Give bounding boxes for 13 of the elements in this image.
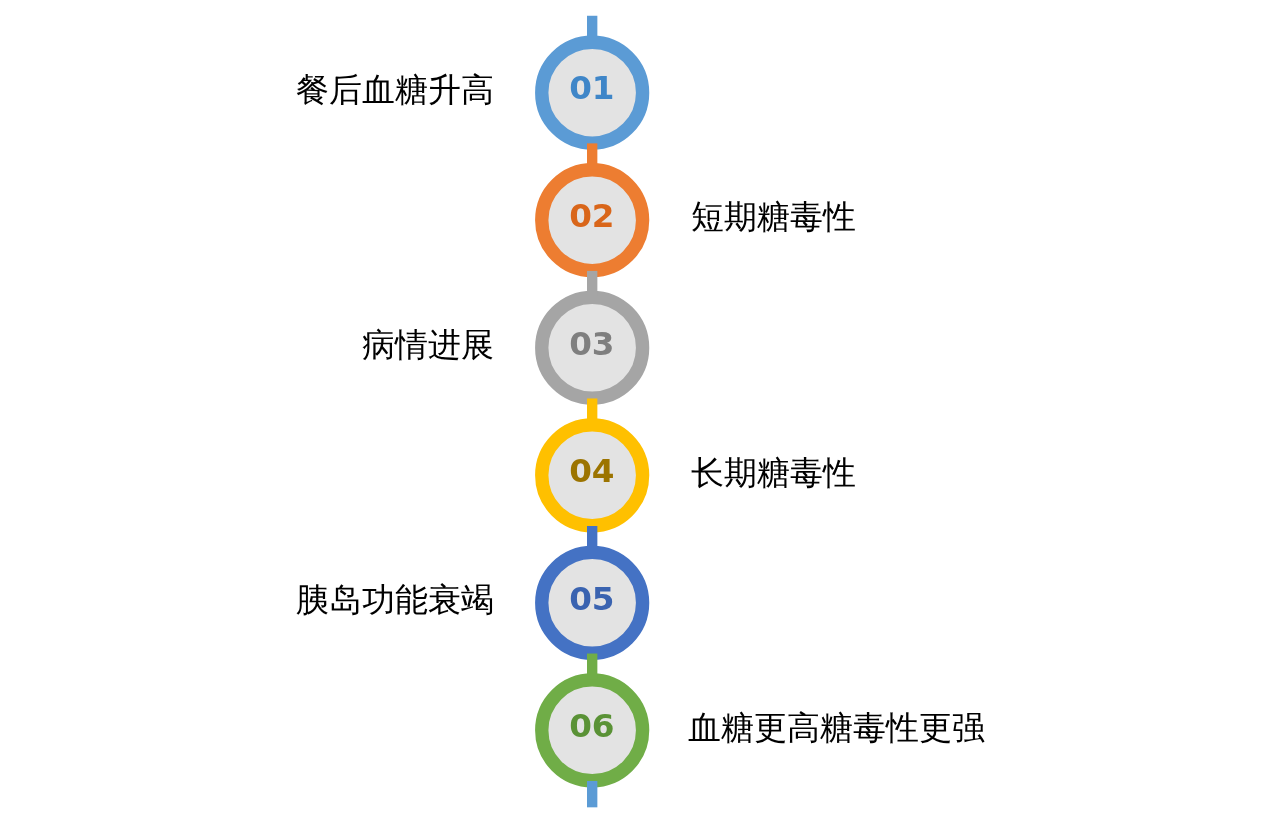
node-label: 血糖更高糖毒性更强: [688, 708, 986, 747]
node-circle: 01: [535, 35, 650, 150]
node-circle: 05: [535, 545, 650, 660]
node-circle: 04: [535, 418, 650, 533]
node-label: 长期糖毒性: [690, 453, 856, 492]
node-label: 病情进展: [361, 326, 494, 365]
node-circle: 02: [535, 163, 650, 278]
node-circle: 03: [535, 290, 650, 405]
node-label: 餐后血糖升高: [295, 70, 494, 109]
node-label: 短期糖毒性: [690, 198, 856, 237]
node-circle: 06: [535, 673, 650, 788]
connector: [586, 781, 598, 808]
node-label: 胰岛功能衰竭: [295, 581, 494, 620]
